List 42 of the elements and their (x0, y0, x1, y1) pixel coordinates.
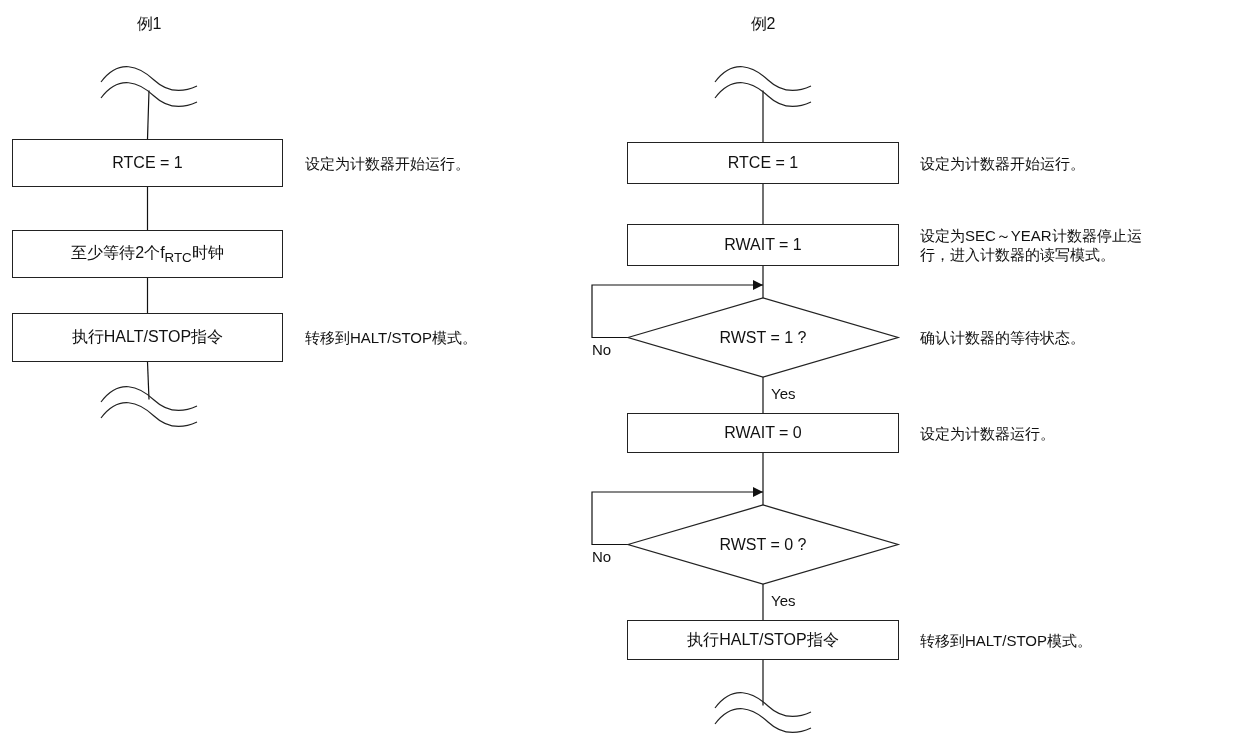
step-text: 执行HALT/STOP指令 (687, 629, 839, 650)
step-note: 设定为计数器开始运行。 (920, 153, 1086, 173)
step-note: 确认计数器的等待状态。 (920, 328, 1086, 347)
connector-line (762, 659, 764, 707)
process-box (627, 224, 899, 266)
step-text: RWAIT = 1 (724, 236, 802, 254)
connector-line (762, 583, 764, 621)
process-box (627, 413, 899, 453)
loop-arrow (591, 487, 764, 546)
step-note: 设定为SEC～YEAR计数器停止运行，进入计数器的读写模式。 (920, 226, 1143, 264)
decision-diamond (628, 298, 898, 377)
step-text: RWST = 1 ? (719, 328, 807, 347)
process-box (12, 139, 283, 187)
step-note: 设定为计数器运行。 (920, 423, 1056, 443)
step-text: RTCE = 1 (727, 154, 799, 172)
step-text: 至少等待2个f$_{RTC}$时钟 (71, 242, 224, 266)
process-box (12, 230, 283, 278)
process-box (627, 142, 899, 184)
step-note: 设定为计数器开始运行。 (305, 153, 471, 173)
loop-arrow (591, 280, 764, 339)
step-text: RWAIT = 0 (724, 424, 802, 442)
example-title: 例2 (750, 14, 776, 34)
step-text: 执行HALT/STOP指令 (71, 327, 224, 347)
connector-line (146, 89, 150, 140)
step-text: RWST = 0 ? (719, 535, 807, 554)
step-note: 转移到HALT/STOP模式。 (920, 630, 1093, 650)
connector-line (762, 183, 764, 225)
connector-line (762, 376, 764, 414)
connector-line (762, 452, 764, 506)
edge-label: Yes (771, 386, 796, 402)
step-text: RTCE = 1 (112, 154, 183, 172)
connector-line (146, 361, 150, 401)
edge-label: Yes (771, 593, 796, 609)
connector-line (762, 265, 764, 299)
example-title: 例1 (136, 14, 162, 34)
process-box (627, 620, 899, 660)
connector-line (762, 89, 764, 143)
process-box (12, 313, 283, 362)
connector-line (146, 186, 149, 231)
decision-diamond (628, 505, 898, 584)
step-note: 转移到HALT/STOP模式。 (305, 328, 478, 347)
connector-line (146, 277, 149, 314)
